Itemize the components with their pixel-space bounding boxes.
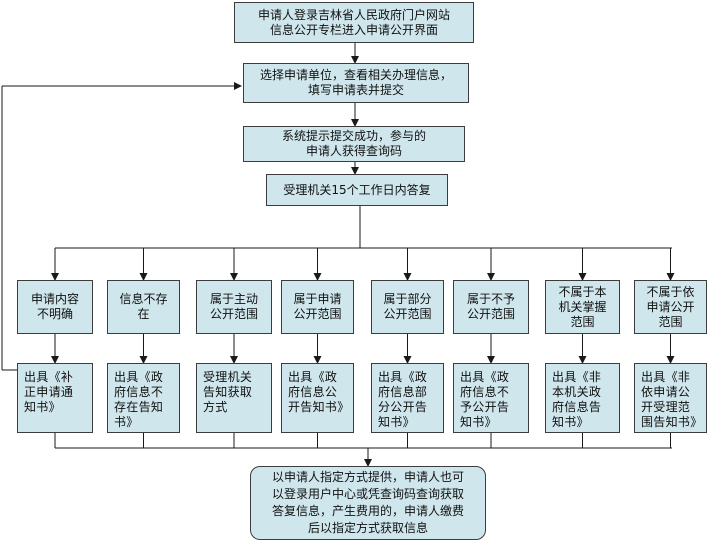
category-box-8: 不属于依 申请公开 范围 <box>634 280 707 334</box>
outcome-box-3: 受理机关 告知获取 方式 <box>196 363 272 433</box>
category-box-5: 属于部分 公开范围 <box>371 280 444 334</box>
category-box-1: 申请内容 不明确 <box>17 280 93 334</box>
outcome-box-7: 出具《非 本机关政 府信息告 知书》 <box>545 363 620 433</box>
step-success: 系统提示提交成功，参与的 申请人获得查询码 <box>243 126 465 162</box>
step-select: 选择申请单位，查看相关办理信息， 填写申请表并提交 <box>243 63 469 103</box>
step-reply: 受理机关15个工作日内答复 <box>266 174 448 206</box>
category-box-3: 属于主动 公开范围 <box>196 280 272 334</box>
category-box-2: 信息不存 在 <box>107 280 180 334</box>
step-final-delivery: 以申请人指定方式提供，申请人也可 以登录用户中心或凭查询码查询获取 答复信息，产… <box>250 466 486 540</box>
outcome-box-1: 出具《补 正申请通 知书》 <box>17 363 93 433</box>
category-box-6: 属于不予 公开范围 <box>453 280 529 334</box>
outcome-box-2: 出具《政 府信息不 存在告知 书》 <box>107 363 180 433</box>
outcome-box-5: 出具《政 府信息部 分公开告 知书》 <box>371 363 444 433</box>
category-box-7: 不属于本 机关掌握 范围 <box>545 280 620 334</box>
outcome-box-8: 出具《非 依申请公 开受理范 围告知书》 <box>634 363 707 433</box>
step-login: 申请人登录吉林省人民政府门户网站 信息公开专栏进入申请公开界面 <box>234 2 474 43</box>
category-box-4: 属于申请 公开范围 <box>281 280 354 334</box>
outcome-box-4: 出具《政 府信息公 开告知书》 <box>281 363 354 433</box>
outcome-box-6: 出具《政 府信息不 予公开告 知书》 <box>453 363 529 433</box>
